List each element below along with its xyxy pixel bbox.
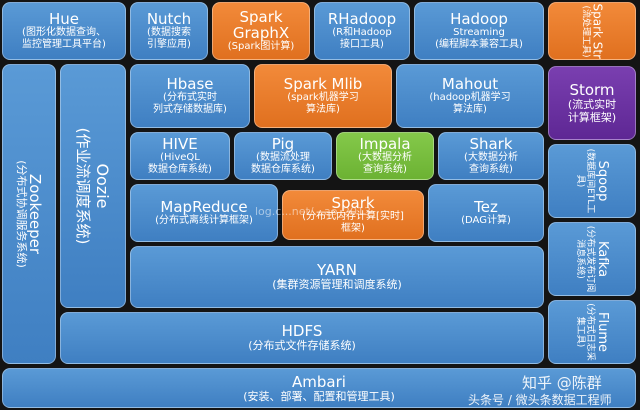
kafka-title: Kafka [595, 240, 610, 278]
sqoop-title: Sqoop [595, 160, 610, 202]
spark-sub2: 框架) [341, 223, 365, 234]
rhadoop-sub1: (R和Hadoop [332, 27, 392, 38]
nutch-sub1: (数据搜索 [147, 27, 191, 38]
hadoop-streaming-sub2: (编程脚本兼容工具) [435, 39, 523, 50]
rhadoop-box: RHadoop (R和Hadoop 接口工具) [314, 2, 410, 60]
zookeeper-label: Zookeeper (分布式协调服务系统) [15, 69, 44, 359]
hadoop-streaming-sub1: Streaming [453, 27, 505, 38]
oozie-title: Oozie [93, 163, 112, 209]
oozie-box: Oozie (作业流调度系统) [60, 64, 126, 308]
spark-sub1: (分布式内存计算[实时] [302, 211, 404, 222]
ambari-title: Ambari [292, 372, 346, 391]
mahout-box: Mahout (hadoop机器学习 算法库) [396, 64, 544, 128]
zookeeper-sub: (分布式协调服务系统) [15, 160, 28, 268]
hdfs-title: HDFS [281, 322, 323, 340]
nutch-box: Nutch (数据搜索 引擎应用) [130, 2, 208, 60]
mapreduce-sub: (分布式离线计算框架) [155, 215, 253, 226]
storm-box: Storm (流式实时 计算框架) [548, 66, 636, 140]
zookeeper-box: Zookeeper (分布式协调服务系统) [2, 64, 56, 364]
shark-sub2: 查询系统) [469, 164, 513, 175]
hadoop-streaming-title: Hadoop [450, 10, 508, 28]
bg-watermark: log.c...net/...ao_2013 [255, 205, 372, 218]
impala-box: Impala (大数据分析 查询系统) [336, 132, 434, 180]
oozie-label: Oozie (作业流调度系统) [74, 71, 112, 301]
spark-mlib-title: Spark Mlib [283, 75, 363, 93]
hive-box: HIVE (HiveQL 数据仓库系统) [130, 132, 230, 180]
hbase-box: Hbase (分布式实时 列式存储数据库) [130, 64, 250, 128]
impala-sub2: 查询系统) [363, 164, 407, 175]
tez-sub: (DAG计算) [461, 215, 511, 226]
mapreduce-box: MapReduce (分布式离线计算框架) [130, 184, 278, 242]
shark-sub1: (大数据分析 [464, 152, 518, 163]
spark-streaming-title: Spark Streaming [590, 3, 605, 60]
pig-sub2: 数据仓库系统) [251, 164, 315, 175]
storm-title: Storm [569, 81, 615, 99]
hue-sub1: (图形化数据查询、 [22, 27, 106, 38]
hdfs-box: HDFS (分布式文件存储系统) [60, 312, 544, 364]
shark-box: Shark (大数据分析 查询系统) [438, 132, 544, 180]
spark-graphx-box: Spark GraphX (Spark图计算) [212, 2, 310, 60]
flume-sub: (分布式日志采集工具) [575, 303, 595, 361]
rhadoop-sub2: 接口工具) [340, 39, 384, 50]
flume-box: Flume (分布式日志采集工具) [548, 300, 636, 364]
yarn-box: YARN (集群资源管理和调度系统) [130, 246, 544, 308]
hdfs-sub: (分布式文件存储系统) [248, 339, 356, 352]
mahout-title: Mahout [441, 75, 499, 93]
hadoop-streaming-box: Hadoop Streaming (编程脚本兼容工具) [414, 2, 544, 60]
spark-streaming-label: Spark Streaming (流处理工具) [580, 3, 605, 60]
impala-title: Impala [359, 135, 411, 153]
mapreduce-title: MapReduce [160, 198, 248, 216]
sqoop-box: Sqoop (数据库间ETL工具) [548, 144, 636, 218]
hue-title: Hue [48, 10, 79, 28]
hbase-sub2: 列式存储数据库) [153, 104, 227, 115]
kafka-sub: (分布式发布订阅消息系统) [575, 225, 595, 293]
spark-title: Spark [331, 194, 375, 212]
nutch-title: Nutch [146, 10, 192, 28]
yarn-title: YARN [317, 261, 357, 279]
shark-title: Shark [469, 135, 513, 153]
kafka-label: Kafka (分布式发布订阅消息系统) [575, 224, 610, 294]
mahout-sub1: (hadoop机器学习 [429, 92, 511, 103]
rhadoop-title: RHadoop [327, 10, 397, 28]
tez-box: Tez (DAG计算) [428, 184, 544, 242]
impala-sub1: (大数据分析 [358, 152, 412, 163]
hue-box: Hue (图形化数据查询、 监控管理工具平台) [2, 2, 126, 60]
kafka-box: Kafka (分布式发布订阅消息系统) [548, 222, 636, 296]
tez-title: Tez [474, 198, 498, 216]
pig-sub1: (数据流处理 [256, 152, 310, 163]
spark-streaming-box: Spark Streaming (流处理工具) [548, 2, 636, 60]
spark-graphx-sub: (Spark图计算) [227, 41, 295, 52]
spark-graphx-title2: GraphX [232, 24, 290, 42]
hive-title: HIVE [162, 135, 198, 153]
nutch-sub2: 引擎应用) [147, 39, 191, 50]
spark-mlib-sub2: 算法库) [306, 104, 340, 115]
yarn-sub: (集群资源管理和调度系统) [272, 278, 402, 291]
mahout-sub2: 算法库) [453, 104, 487, 115]
zhihu-watermark: 知乎 @陈群 [522, 374, 602, 392]
pig-box: Pig (数据流处理 数据仓库系统) [234, 132, 332, 180]
zookeeper-title: Zookeeper [26, 173, 44, 255]
pig-title: Pig [271, 135, 295, 153]
spark-graphx-title1: Spark [239, 8, 283, 26]
spark-streaming-sub: (流处理工具) [580, 4, 591, 58]
toutiao-watermark: 头条号 / 微头条数据工程师 [468, 393, 612, 407]
hive-sub1: (HiveQL [160, 152, 200, 163]
ambari-sub: (安装、部署、配置和管理工具) [243, 389, 395, 403]
sqoop-label: Sqoop (数据库间ETL工具) [575, 146, 610, 216]
spark-mlib-box: Spark Mlib (spark机器学习 算法库) [254, 64, 392, 128]
sqoop-sub: (数据库间ETL工具) [575, 148, 595, 214]
flume-title: Flume [595, 312, 610, 352]
hbase-sub1: (分布式实时 [163, 92, 217, 103]
hbase-title: Hbase [166, 75, 214, 93]
spark-mlib-sub1: (spark机器学习 [287, 92, 359, 103]
spark-box: Spark (分布式内存计算[实时] 框架) [282, 190, 424, 240]
storm-sub1: (流式实时 [567, 98, 617, 111]
flume-label: Flume (分布式日志采集工具) [575, 301, 610, 363]
storm-sub2: 计算框架) [567, 111, 617, 124]
hive-sub2: 数据仓库系统) [148, 164, 212, 175]
oozie-sub: (作业流调度系统) [74, 127, 92, 245]
ambari-box: Ambari (安装、部署、配置和管理工具) [2, 368, 636, 408]
hue-sub2: 监控管理工具平台) [22, 39, 106, 50]
